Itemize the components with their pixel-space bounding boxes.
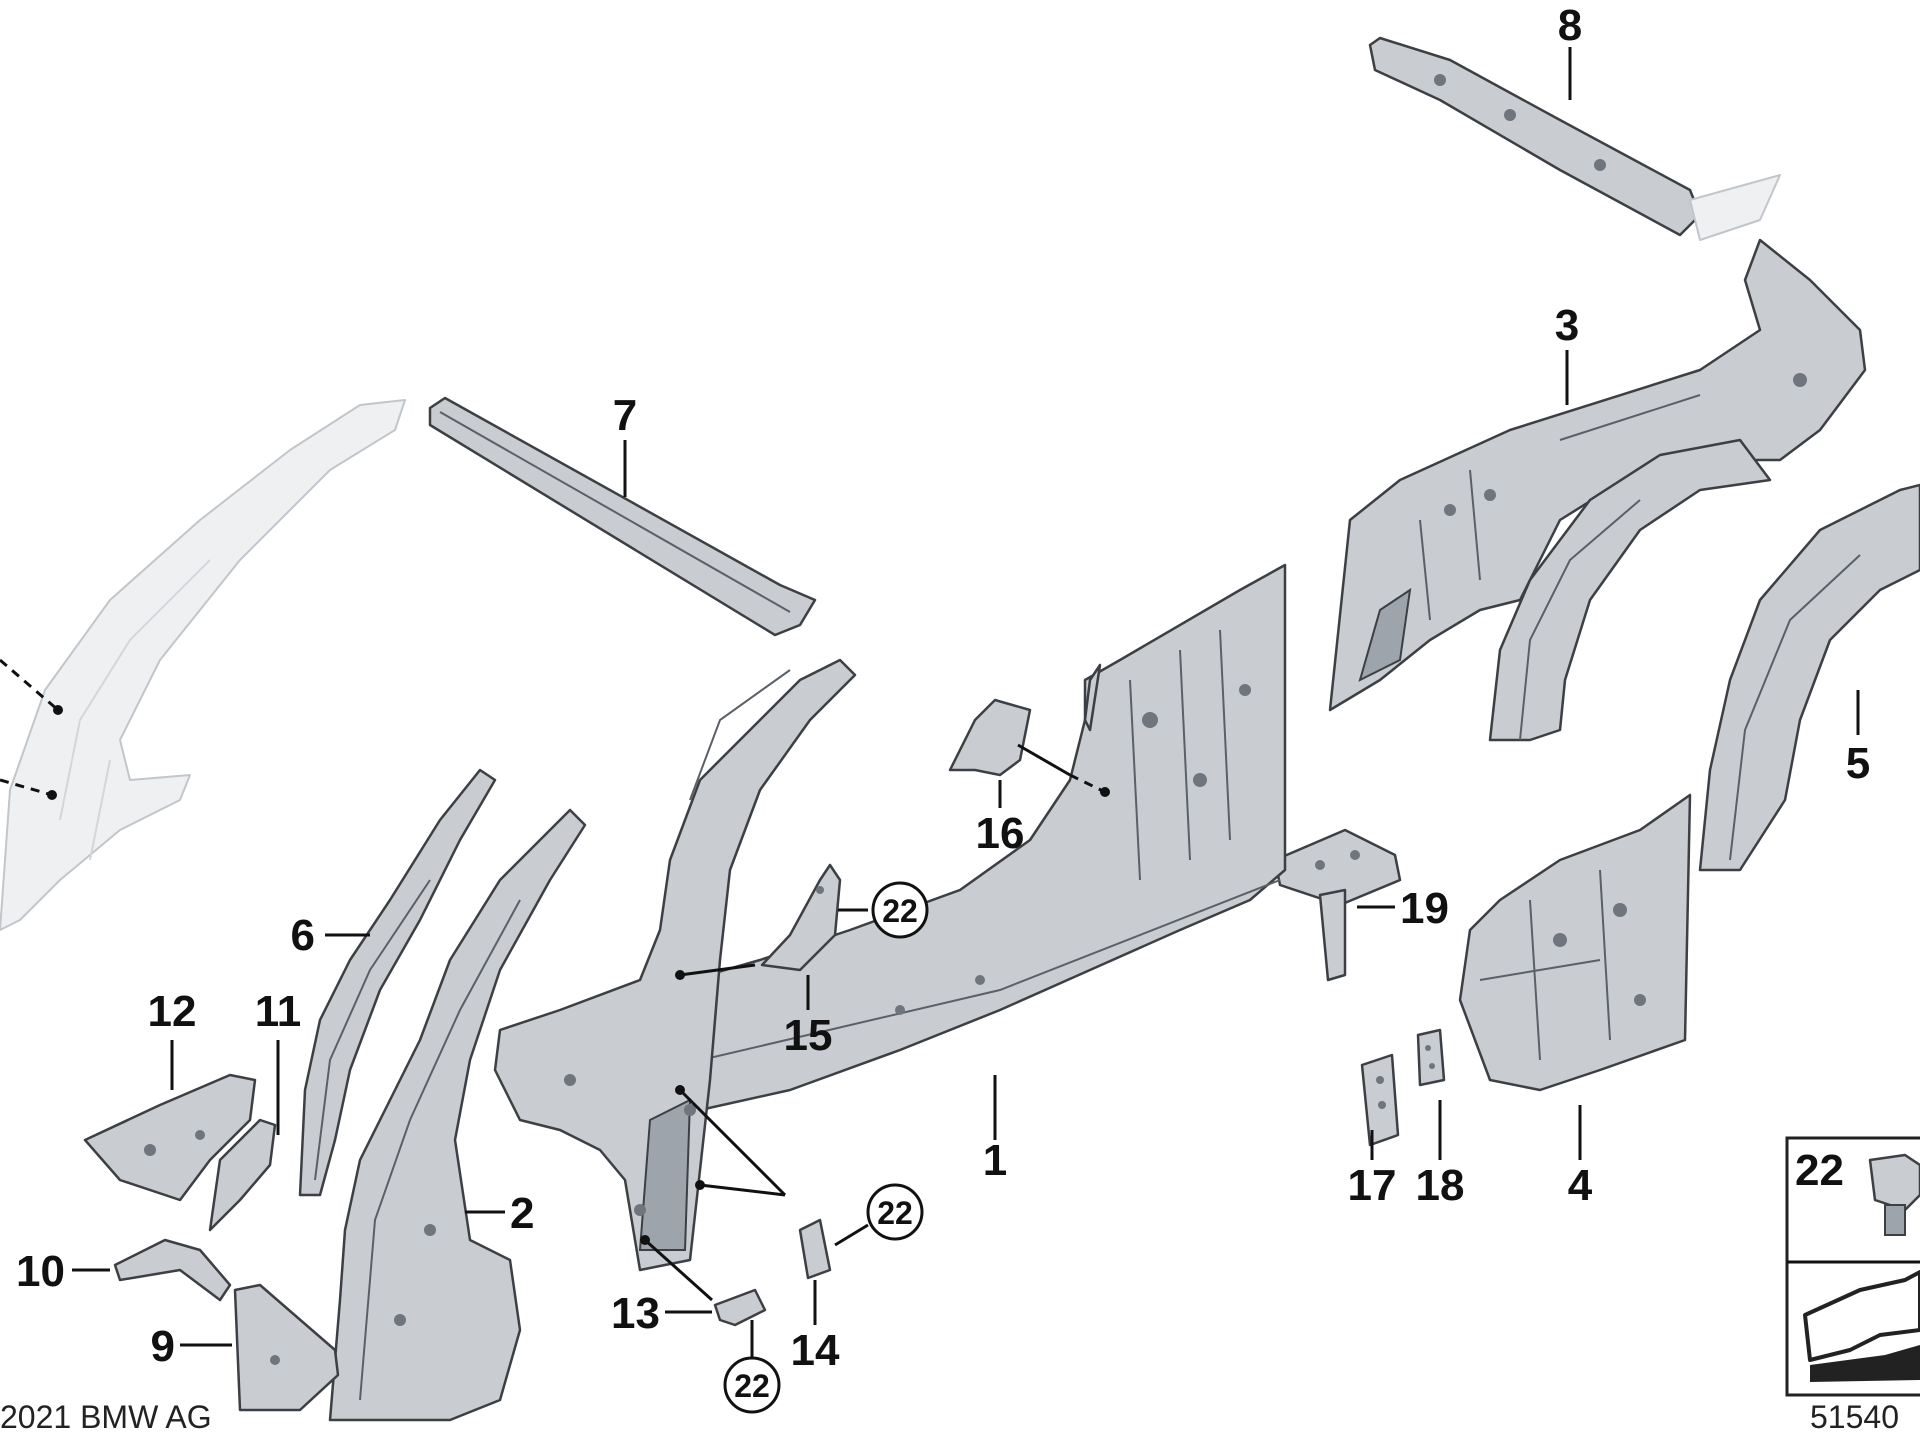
part-bracket-14 xyxy=(798,1218,832,1280)
callout-2: 2 xyxy=(465,1189,534,1238)
svg-text:22: 22 xyxy=(877,1195,913,1231)
svg-text:11: 11 xyxy=(255,987,302,1036)
svg-text:3: 3 xyxy=(1555,301,1579,350)
dashed-leaders xyxy=(0,658,1110,1302)
callout-9: 9 xyxy=(151,1322,232,1371)
callout-4: 4 xyxy=(1568,1105,1593,1210)
part-rear-inner-side-panel xyxy=(1328,238,1867,712)
svg-text:14: 14 xyxy=(791,1326,840,1375)
callout-15: 15 xyxy=(784,975,833,1060)
fastener-ref-1: 22 xyxy=(838,881,929,939)
part-plate-17 xyxy=(1360,1053,1400,1147)
callout-13: 13 xyxy=(611,1289,712,1338)
svg-text:13: 13 xyxy=(611,1289,660,1338)
svg-text:17: 17 xyxy=(1348,1161,1397,1210)
svg-text:10: 10 xyxy=(16,1247,65,1296)
arrow-icon xyxy=(1803,1270,1920,1382)
fastener-ref-3: 22 xyxy=(723,1320,781,1414)
svg-text:12: 12 xyxy=(148,987,197,1036)
svg-text:16: 16 xyxy=(976,809,1025,858)
bolt-icon xyxy=(1868,1153,1920,1236)
part-a-pillar-assembly xyxy=(493,658,857,1272)
callout-3: 3 xyxy=(1555,301,1579,405)
callout-10: 10 xyxy=(16,1247,110,1296)
part-bracket-12 xyxy=(83,1073,257,1202)
part-a-pillar-reinforcement xyxy=(298,768,497,1197)
svg-text:8: 8 xyxy=(1558,1,1582,50)
callout-1: 1 xyxy=(983,1075,1007,1185)
part-roof-rail xyxy=(428,396,817,637)
fastener-legend-panel: 22 xyxy=(1785,1136,1920,1397)
fastener-ref-2: 22 xyxy=(834,1183,924,1247)
ghost-side-panel xyxy=(0,399,406,931)
callout-11: 11 xyxy=(255,987,302,1135)
part-bracket-19 xyxy=(1273,828,1402,982)
svg-text:1: 1 xyxy=(983,1136,1007,1185)
part-rear-cross-member xyxy=(1368,36,1781,241)
svg-text:22: 22 xyxy=(1795,1146,1844,1195)
svg-text:22: 22 xyxy=(882,893,918,929)
svg-text:2: 2 xyxy=(510,1189,534,1238)
svg-text:9: 9 xyxy=(151,1322,175,1371)
part-bracket-16 xyxy=(948,698,1032,777)
part-gusset-11 xyxy=(208,1118,277,1232)
svg-text:18: 18 xyxy=(1416,1161,1465,1210)
part-wheel-arch-outer xyxy=(1698,483,1920,872)
part-bracket-9 xyxy=(233,1283,340,1412)
part-rear-quarter-inner xyxy=(1458,793,1692,1092)
callout-14: 14 xyxy=(791,1280,840,1375)
callout-19: 19 xyxy=(1357,884,1449,933)
svg-text:4: 4 xyxy=(1568,1161,1593,1210)
callout-5: 5 xyxy=(1846,690,1870,788)
part-bracket-10 xyxy=(113,1238,232,1302)
part-plate-18 xyxy=(1416,1028,1446,1087)
svg-text:7: 7 xyxy=(613,391,637,440)
svg-text:5: 5 xyxy=(1846,739,1870,788)
svg-text:15: 15 xyxy=(784,1011,833,1060)
callout-7: 7 xyxy=(613,391,637,497)
part-bracket-15 xyxy=(760,863,842,972)
part-a-pillar-outer xyxy=(328,808,587,1422)
svg-text:19: 19 xyxy=(1400,884,1449,933)
image-number: 51540 xyxy=(1810,1399,1899,1435)
part-bracket-13 xyxy=(713,1288,767,1327)
svg-text:22: 22 xyxy=(734,1368,770,1404)
callout-18: 18 xyxy=(1416,1100,1465,1210)
callout-16: 16 xyxy=(976,780,1025,858)
callout-8: 8 xyxy=(1558,1,1582,100)
callout-6: 6 xyxy=(291,911,370,960)
part-rear-wheel-arch xyxy=(1488,438,1772,742)
callout-17: 17 xyxy=(1348,1130,1397,1210)
copyright-text: 2021 BMW AG xyxy=(0,1399,212,1435)
callout-12: 12 xyxy=(148,987,197,1090)
svg-text:6: 6 xyxy=(291,911,315,960)
